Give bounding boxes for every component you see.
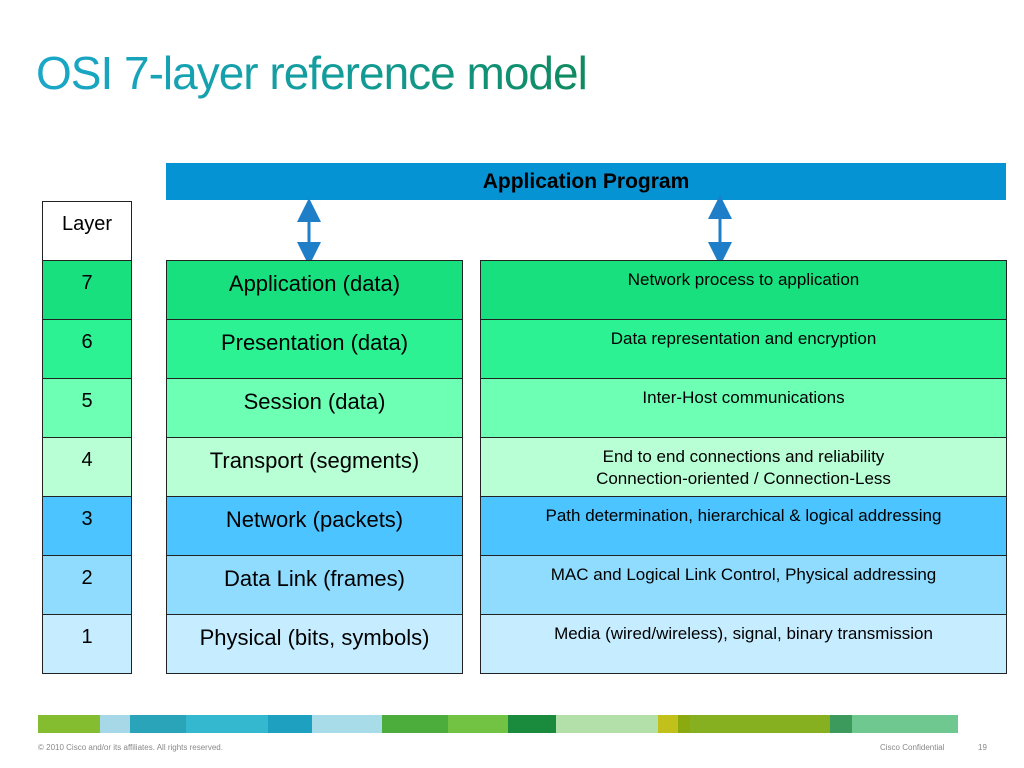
description-line: Connection-oriented / Connection-Less [596,469,891,488]
layer-name-6: Presentation (data) [166,319,463,379]
layer-name-2: Data Link (frames) [166,555,463,615]
layer-description-column: Network process to application Data repr… [480,260,1007,674]
layer-name-column: Application (data) Presentation (data) S… [166,260,463,674]
layer-number-5: 5 [42,378,132,438]
layer-number-2: 2 [42,555,132,615]
layer-name-5: Session (data) [166,378,463,438]
layer-description-7: Network process to application [480,260,1007,320]
layer-number-1: 1 [42,614,132,674]
application-program-bar: Application Program [166,163,1006,200]
description-line: Media (wired/wireless), signal, binary t… [554,624,933,643]
description-line: Data representation and encryption [610,329,877,348]
layer-number-column: Layer 7 6 5 4 3 2 1 [42,201,132,674]
description-line: Inter-Host communications [642,388,845,407]
layer-description-1: Media (wired/wireless), signal, binary t… [480,614,1007,674]
copyright-text: © 2010 Cisco and/or its affiliates. All … [38,743,223,752]
layer-description-6: Data representation and encryption [480,319,1007,379]
confidential-label: Cisco Confidential [880,743,945,752]
layer-name-1: Physical (bits, symbols) [166,614,463,674]
layer-description-3: Path determination, hierarchical & logic… [480,496,1007,556]
layer-number-4: 4 [42,437,132,497]
slide-title: OSI 7-layer reference model [36,47,588,99]
description-line: Network process to application [627,270,860,289]
layer-name-4: Transport (segments) [166,437,463,497]
layer-number-3: 3 [42,496,132,556]
footer-color-bar [38,715,986,733]
layer-description-5: Inter-Host communications [480,378,1007,438]
description-line: MAC and Logical Link Control, Physical a… [550,565,937,584]
layer-description-4: End to end connections and reliability C… [480,437,1007,497]
layer-description-2: MAC and Logical Link Control, Physical a… [480,555,1007,615]
description-line: End to end connections and reliability [602,447,885,466]
layer-name-3: Network (packets) [166,496,463,556]
layer-number-7: 7 [42,260,132,320]
layer-header: Layer [42,201,132,261]
layer-number-6: 6 [42,319,132,379]
layer-name-7: Application (data) [166,260,463,320]
description-line: Path determination, hierarchical & logic… [545,506,942,525]
page-number: 19 [978,743,987,752]
